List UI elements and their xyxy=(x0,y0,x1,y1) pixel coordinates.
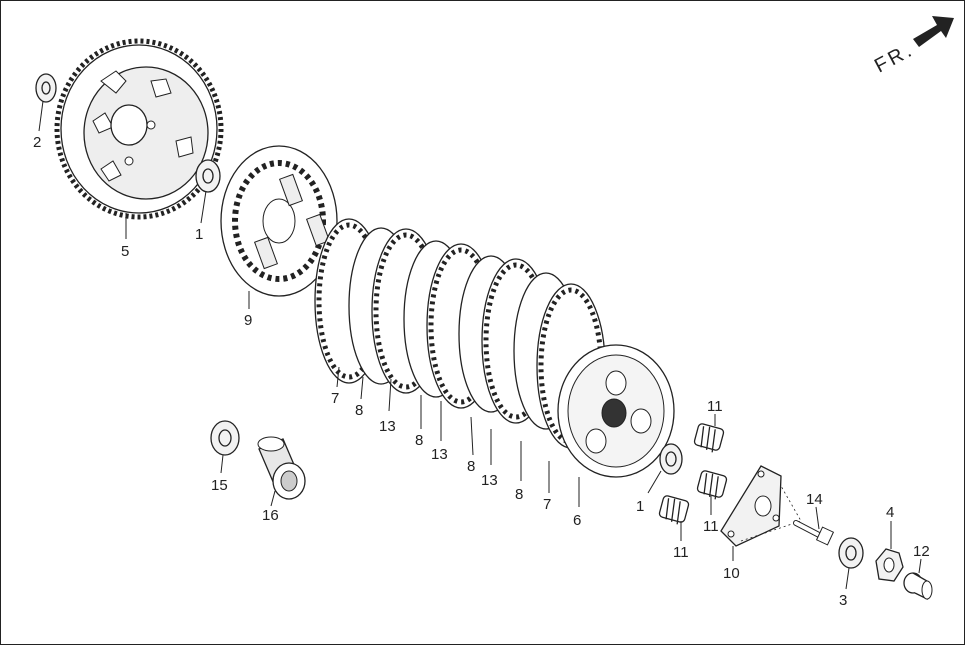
callout-7-right: 7 xyxy=(543,496,551,513)
callout-1-lower: 1 xyxy=(636,498,644,515)
lifter-plate-part-10 xyxy=(720,465,802,547)
callout-1-upper: 1 xyxy=(195,226,203,243)
clutch-outer-part-5 xyxy=(54,38,224,220)
clutch-spring-part-11-a xyxy=(693,423,725,453)
clutch-spring-part-11-b xyxy=(696,470,728,500)
front-arrow-icon xyxy=(913,16,954,47)
washer-part-2 xyxy=(35,73,57,103)
bolt-part-14 xyxy=(793,520,835,546)
callout-2: 2 xyxy=(33,134,41,151)
callout-4: 4 xyxy=(886,504,894,521)
lock-washer-part-4 xyxy=(875,548,904,582)
callout-13-second: 13 xyxy=(431,446,448,463)
clutch-spring-part-11-c xyxy=(658,495,690,525)
callout-8-second: 8 xyxy=(415,432,423,449)
washer-part-1-lower xyxy=(659,443,683,475)
leader-lines xyxy=(38,100,922,590)
pin-part-12 xyxy=(903,572,933,601)
callout-6: 6 xyxy=(573,512,581,529)
pressure-plate-part-6 xyxy=(557,344,675,478)
callout-5: 5 xyxy=(121,243,129,260)
callout-8-fourth: 8 xyxy=(515,486,523,503)
callout-10: 10 xyxy=(723,565,740,582)
washer-part-1-upper xyxy=(195,159,221,193)
callout-11-middle: 11 xyxy=(703,518,719,535)
direction-label: FR. xyxy=(871,39,918,78)
callout-14: 14 xyxy=(806,491,823,508)
callout-16: 16 xyxy=(262,507,279,524)
washer-part-15 xyxy=(210,420,240,456)
collar-part-16 xyxy=(257,436,306,500)
callout-13-first: 13 xyxy=(379,418,396,435)
callout-8-first: 8 xyxy=(355,402,363,419)
callout-3: 3 xyxy=(839,592,847,609)
callout-11-bottom: 11 xyxy=(673,544,689,561)
clutch-center-part-9 xyxy=(220,145,338,297)
callout-13-third: 13 xyxy=(481,472,498,489)
callout-15: 15 xyxy=(211,477,228,494)
callout-8-third: 8 xyxy=(467,458,475,475)
callout-11-top: 11 xyxy=(707,398,723,415)
callout-9: 9 xyxy=(244,312,252,329)
washer-part-3 xyxy=(838,537,864,569)
callout-12: 12 xyxy=(913,543,930,560)
callout-7-left: 7 xyxy=(331,390,339,407)
